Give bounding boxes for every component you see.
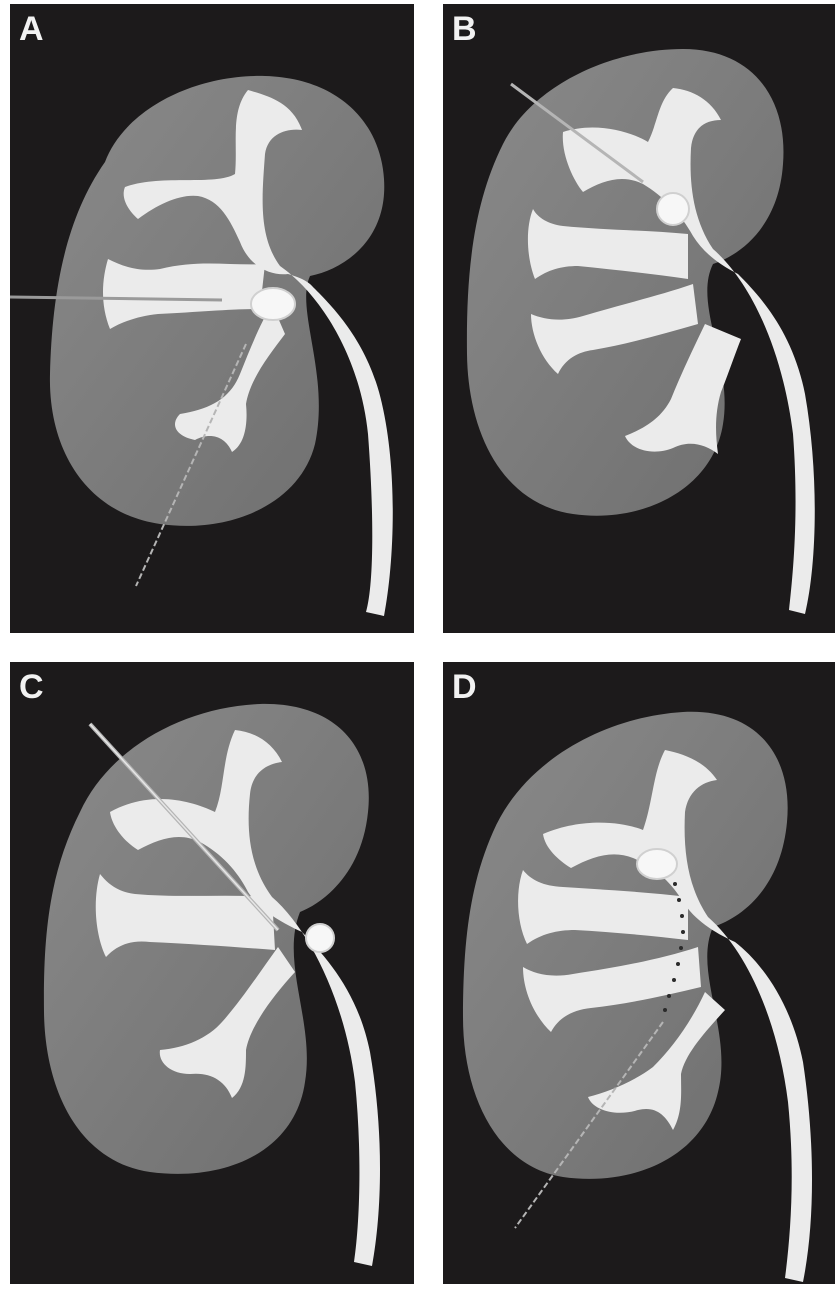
- panel-b: B: [443, 4, 835, 633]
- kidney-diagram-c: [10, 662, 414, 1284]
- panel-a: A: [10, 4, 414, 633]
- panel-label: B: [452, 12, 477, 46]
- kidney-stone: [306, 924, 334, 952]
- panel-d: D: [443, 662, 835, 1284]
- kidney-diagram-a: [10, 4, 414, 633]
- panel-label: C: [19, 670, 44, 704]
- kidney-diagram-b: [443, 4, 835, 633]
- kidney-stone: [637, 849, 677, 879]
- kidney-diagram-d: [443, 662, 835, 1284]
- panel-label: D: [452, 670, 477, 704]
- renal-cortex: [467, 49, 784, 516]
- panel-label: A: [19, 12, 44, 46]
- kidney-stone: [657, 193, 689, 225]
- kidney-stone: [251, 288, 295, 320]
- panel-c: C: [10, 662, 414, 1284]
